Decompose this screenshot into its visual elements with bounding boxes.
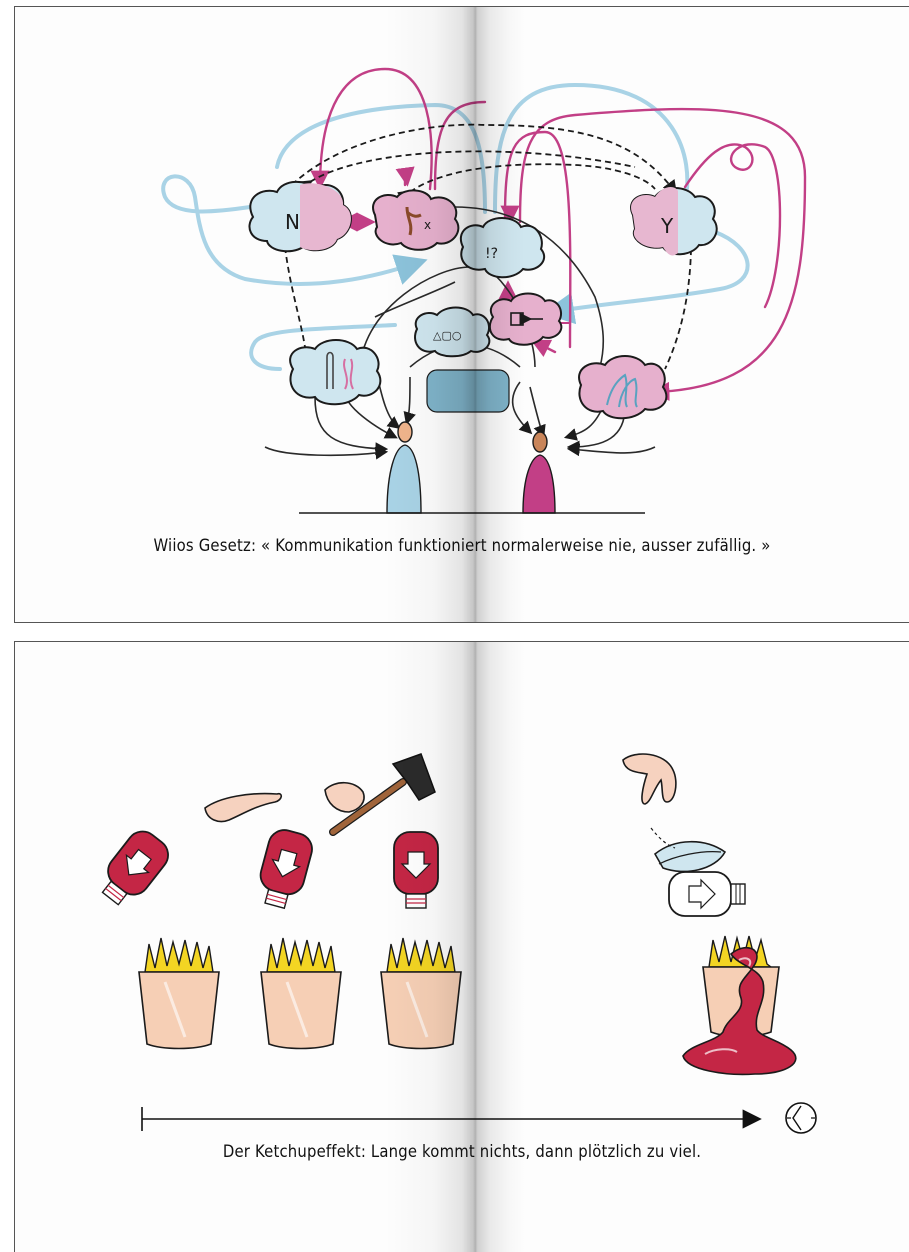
- caption-ketchup-effect: Der Ketchupeffekt: Lange kommt nichts, d…: [60, 1142, 865, 1161]
- thought-bubble-object: [490, 294, 562, 345]
- timeline-arrow: [142, 1107, 757, 1131]
- caption-wiio-law: Wiios Gesetz: « Kommunikation funktionie…: [60, 536, 865, 555]
- feather-icon: [651, 828, 725, 871]
- thought-bubble-sender-idea: x: [373, 190, 458, 249]
- fries-carton-2: [261, 938, 341, 1049]
- bubble-label-n: N: [285, 210, 300, 234]
- book-spread-top: N x !? Y △▢○: [14, 6, 909, 623]
- empty-ketchup-bottle: [669, 872, 745, 916]
- fries-carton-1: [139, 938, 219, 1049]
- book-spread-bottom: Der Ketchupeffekt: Lange kommt nichts, d…: [14, 641, 909, 1252]
- person-receiver: [523, 432, 555, 513]
- fries-carton-drenched: [683, 936, 796, 1074]
- hammer-icon: [325, 754, 435, 832]
- thought-bubble-y: Y: [631, 187, 717, 255]
- thought-bubble-right-people: [579, 356, 666, 418]
- fries-carton-3: [381, 938, 461, 1049]
- svg-text:x: x: [424, 218, 431, 232]
- bubble-label-y: Y: [660, 214, 674, 238]
- ketchup-bottle-1: [93, 825, 174, 912]
- medium-screen: [427, 370, 509, 412]
- bubble-label-question: !?: [485, 246, 498, 262]
- pointing-hand-icon: [623, 754, 676, 804]
- clock-icon: [786, 1103, 816, 1133]
- thought-bubble-n: N: [249, 182, 350, 251]
- communication-diagram: N x !? Y △▢○: [15, 7, 909, 623]
- ketchup-bottle-3: [394, 832, 438, 908]
- thought-bubble-receiver-interpretation: !?: [461, 218, 544, 277]
- flat-hand-icon: [205, 794, 281, 822]
- ketchup-bottle-2: [253, 827, 315, 912]
- thought-bubble-left-people: [290, 340, 380, 404]
- bubble-label-shapes: △▢○: [433, 329, 461, 342]
- thought-bubble-shapes: △▢○: [415, 308, 489, 357]
